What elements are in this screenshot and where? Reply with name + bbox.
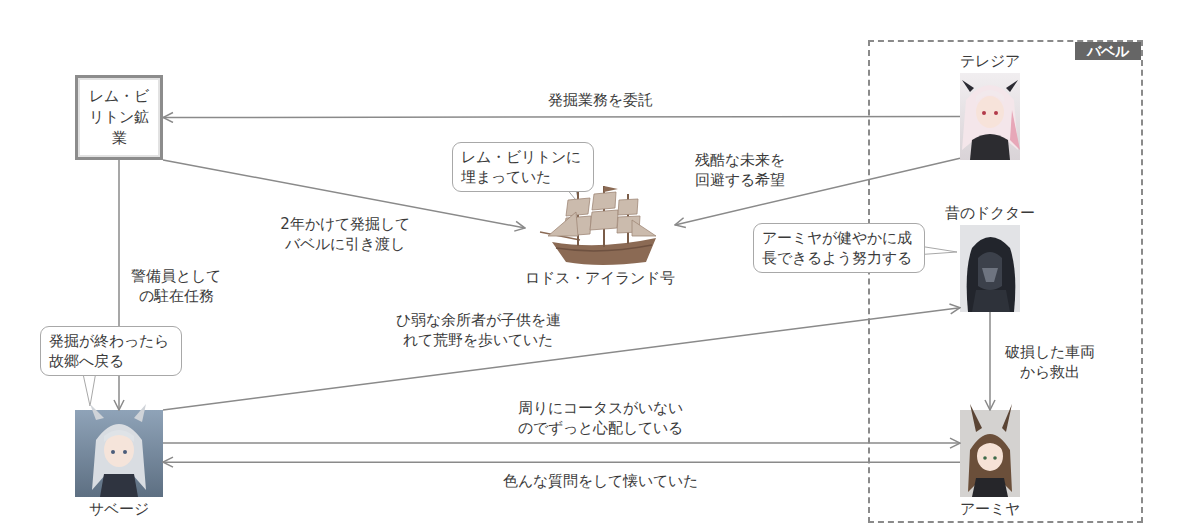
portrait-illustration bbox=[100, 474, 138, 497]
edge-label: 警備員として の駐在任務 bbox=[126, 266, 226, 307]
character-name: 昔のドクター bbox=[945, 203, 1035, 223]
ship-illustration bbox=[548, 192, 656, 236]
connector-arrow bbox=[163, 442, 960, 444]
portrait-illustration bbox=[976, 96, 1004, 128]
portrait-illustration bbox=[1002, 404, 1012, 432]
portrait-illustration bbox=[75, 410, 163, 497]
connector-arrow bbox=[989, 312, 991, 410]
portrait-illustration bbox=[970, 134, 1010, 160]
portrait-illustration bbox=[972, 478, 1008, 497]
speech-callout: レム・ビリトンに 埋まっていた bbox=[452, 142, 595, 193]
portrait-node: サベージ bbox=[75, 410, 163, 497]
portrait-node: テレジア bbox=[960, 73, 1020, 160]
portrait-illustration bbox=[960, 73, 1020, 160]
portrait-illustration bbox=[1010, 110, 1020, 150]
ship-illustration bbox=[566, 198, 590, 216]
connector-arrow bbox=[163, 461, 960, 463]
edge-label: 色んな質問をして懐いていた bbox=[501, 471, 700, 491]
portrait-node: 昔のドクター bbox=[960, 225, 1020, 312]
callout-tail bbox=[80, 176, 957, 406]
portrait-illustration bbox=[123, 450, 127, 454]
node-label: レム・ビ リトン鉱 業 bbox=[87, 86, 152, 149]
portrait-illustration bbox=[134, 404, 146, 422]
ship-illustration bbox=[632, 220, 656, 236]
portrait-illustration bbox=[90, 404, 104, 420]
portrait-illustration bbox=[104, 430, 134, 442]
character-name: テレジア bbox=[960, 51, 1020, 71]
portrait-illustration bbox=[976, 90, 1004, 102]
portrait-illustration bbox=[982, 268, 998, 282]
portrait-illustration bbox=[962, 80, 974, 92]
node-label: アーミヤが健やかに成 長できるよう努力する bbox=[762, 228, 917, 269]
portrait-illustration bbox=[967, 237, 1016, 312]
portrait-illustration bbox=[983, 456, 987, 460]
node-label: ロドス・アイランド号 bbox=[525, 268, 675, 288]
portrait-illustration bbox=[960, 225, 1020, 312]
group-box: バベルテレジア昔のドクターアーミヤ bbox=[868, 40, 1143, 523]
portrait-illustration bbox=[982, 111, 986, 115]
portrait-illustration bbox=[75, 73, 1020, 497]
company-box: レム・ビ リトン鉱 業 bbox=[75, 75, 163, 160]
speech-callout: アーミヤが健やかに成 長できるよう努力する bbox=[753, 223, 926, 274]
portrait-illustration bbox=[960, 410, 1020, 497]
group-heading: バベル bbox=[1075, 42, 1141, 60]
portrait-illustration bbox=[978, 252, 1002, 290]
ship-illustration bbox=[590, 210, 618, 230]
ship-node: ロドス・アイランド号 bbox=[525, 185, 675, 290]
speech-callout: 発掘が終わったら 故郷へ戻る bbox=[40, 326, 183, 377]
portrait-illustration bbox=[111, 450, 115, 454]
edge-label: ひ弱な余所者が子供を連 れて荒野を歩いていた bbox=[391, 310, 566, 351]
ship-illustration bbox=[540, 186, 656, 265]
portrait-node: アーミヤ bbox=[960, 410, 1020, 497]
connector-arrow bbox=[163, 117, 960, 118]
connector-arrow bbox=[163, 308, 960, 410]
node-label: 発掘が終わったら 故郷へ戻る bbox=[49, 331, 174, 372]
ship-illustration bbox=[592, 192, 616, 210]
portrait-illustration bbox=[977, 438, 1003, 450]
edge-label: 残酷な未来を 回避する希望 bbox=[690, 150, 790, 191]
edge-label: 発掘業務を委託 bbox=[546, 90, 655, 110]
portrait-illustration bbox=[970, 404, 982, 432]
edge-label: 周りにコータスがいない のでずっと心配している bbox=[513, 398, 688, 439]
node-label: レム・ビリトンに 埋まっていた bbox=[461, 147, 586, 188]
portrait-illustration bbox=[1006, 80, 1018, 92]
portrait-illustration bbox=[972, 290, 1010, 312]
ship-illustration bbox=[548, 212, 578, 236]
edge-label: 2年かけて発掘して バベルに引き渡し bbox=[276, 214, 414, 255]
edge-label: 破損した車両 から救出 bbox=[1000, 342, 1100, 383]
character-name: サベージ bbox=[89, 499, 149, 519]
ship-illustration bbox=[604, 186, 618, 192]
portrait-illustration bbox=[993, 456, 997, 460]
character-name: アーミヤ bbox=[960, 499, 1020, 519]
portrait-illustration bbox=[994, 111, 998, 115]
ship-illustration bbox=[618, 199, 638, 215]
